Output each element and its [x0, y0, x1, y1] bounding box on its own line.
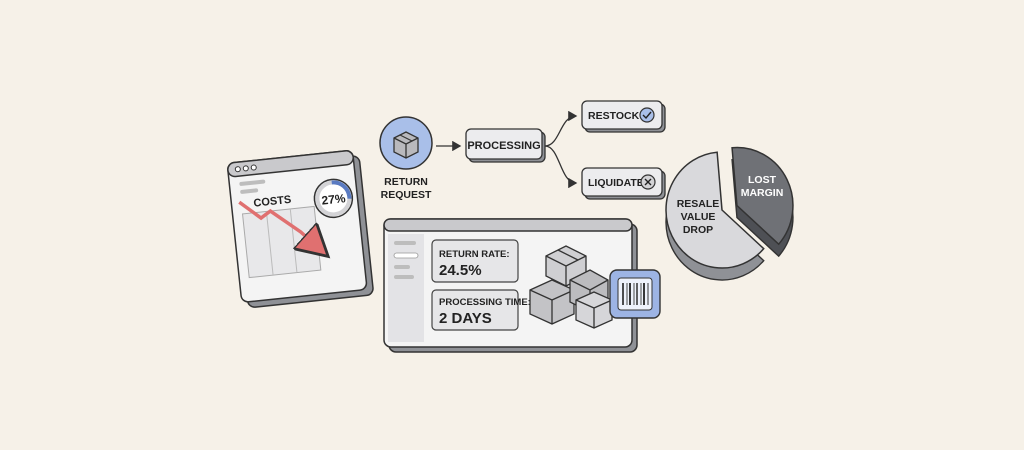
processing-time-value: 2 DAYS — [439, 310, 492, 327]
pie-label-value: VALUE — [681, 211, 716, 223]
pie-chart: RESALE VALUE DROP LOST MARGIN — [665, 146, 794, 281]
return-rate-card: RETURN RATE: 24.5% — [431, 239, 519, 283]
declining-trend-arrow — [238, 200, 323, 260]
processing-time-label: PROCESSING TIME: — [439, 297, 531, 308]
return-request-label-2: REQUEST — [381, 189, 432, 201]
branch-arrow-restock — [544, 110, 578, 147]
pie-label-lost: LOST — [748, 174, 777, 186]
pie-label-drop: DROP — [683, 224, 713, 236]
stacked-boxes-icon — [529, 245, 613, 329]
x-circle-icon — [640, 174, 656, 190]
window-dot-icon — [242, 165, 249, 172]
pie-slice-resale-value-drop — [665, 151, 765, 269]
liquidate-step: LIQUIDATE — [581, 167, 666, 200]
restock-label: RESTOCK — [588, 110, 640, 122]
pie-label-resale: RESALE — [677, 198, 720, 210]
processing-label: PROCESSING — [467, 140, 540, 152]
pie-slice-lost-margin — [731, 146, 794, 246]
window-dot-icon — [234, 166, 241, 173]
window-dot-icon — [250, 164, 257, 171]
dashboard-window: RETURN RATE: 24.5% PROCESSING TIME: 2 DA… — [383, 218, 661, 353]
pie-label-margin: MARGIN — [741, 187, 784, 199]
box-icon — [393, 131, 419, 159]
check-circle-icon — [639, 107, 655, 123]
processing-time-card: PROCESSING TIME: 2 DAYS — [431, 289, 531, 331]
costs-title: COSTS — [253, 194, 292, 210]
restock-step: RESTOCK — [581, 100, 666, 133]
return-rate-value: 24.5% — [439, 262, 482, 279]
branch-arrow-liquidate — [544, 145, 578, 189]
barcode-scan-icon — [609, 269, 661, 319]
return-request-node — [379, 116, 433, 170]
processing-step: PROCESSING — [465, 128, 546, 163]
costs-window: COSTS 27% — [227, 150, 374, 308]
return-rate-label: RETURN RATE: — [439, 249, 510, 260]
return-request-label-1: RETURN — [384, 176, 428, 188]
costs-percent: 27% — [321, 191, 347, 207]
costs-gauge: 27% — [313, 178, 354, 219]
dashboard-sidebar — [388, 234, 424, 342]
liquidate-label: LIQUIDATE — [588, 177, 644, 189]
